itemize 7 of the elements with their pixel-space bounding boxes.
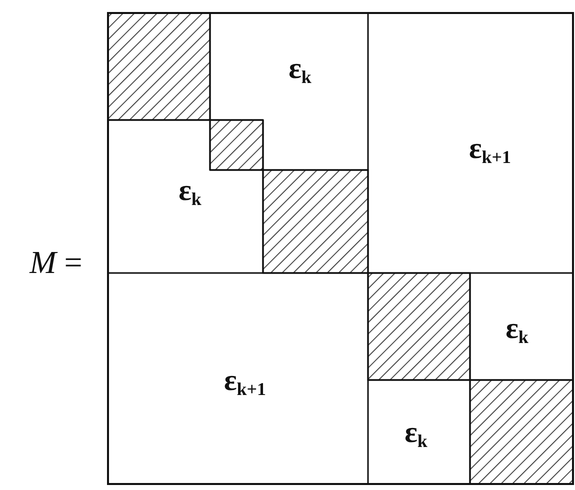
- block-label: ε$_{k}$: [288, 54, 312, 86]
- block-label: ε$_{k+1}$: [468, 134, 512, 166]
- block-label: ε$_{k}$: [506, 314, 528, 346]
- matrix-name: M =: [30, 246, 82, 278]
- block-label: ε$_{k}$: [404, 418, 428, 450]
- block-label: ε$_{k}$: [178, 176, 202, 208]
- block-label: ε$_{k+1}$: [224, 366, 266, 398]
